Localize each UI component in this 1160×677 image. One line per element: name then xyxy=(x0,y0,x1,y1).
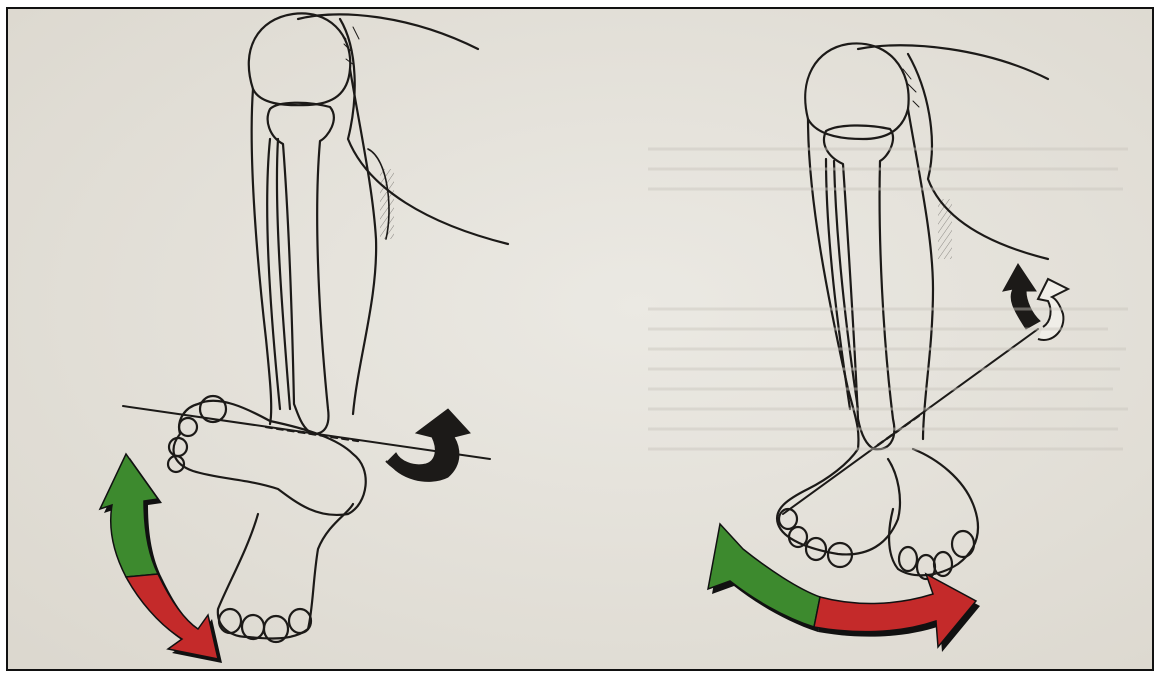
ankle-motion-illustration xyxy=(8,9,1152,669)
figure-frame xyxy=(6,7,1154,671)
paper-background xyxy=(8,9,1152,669)
